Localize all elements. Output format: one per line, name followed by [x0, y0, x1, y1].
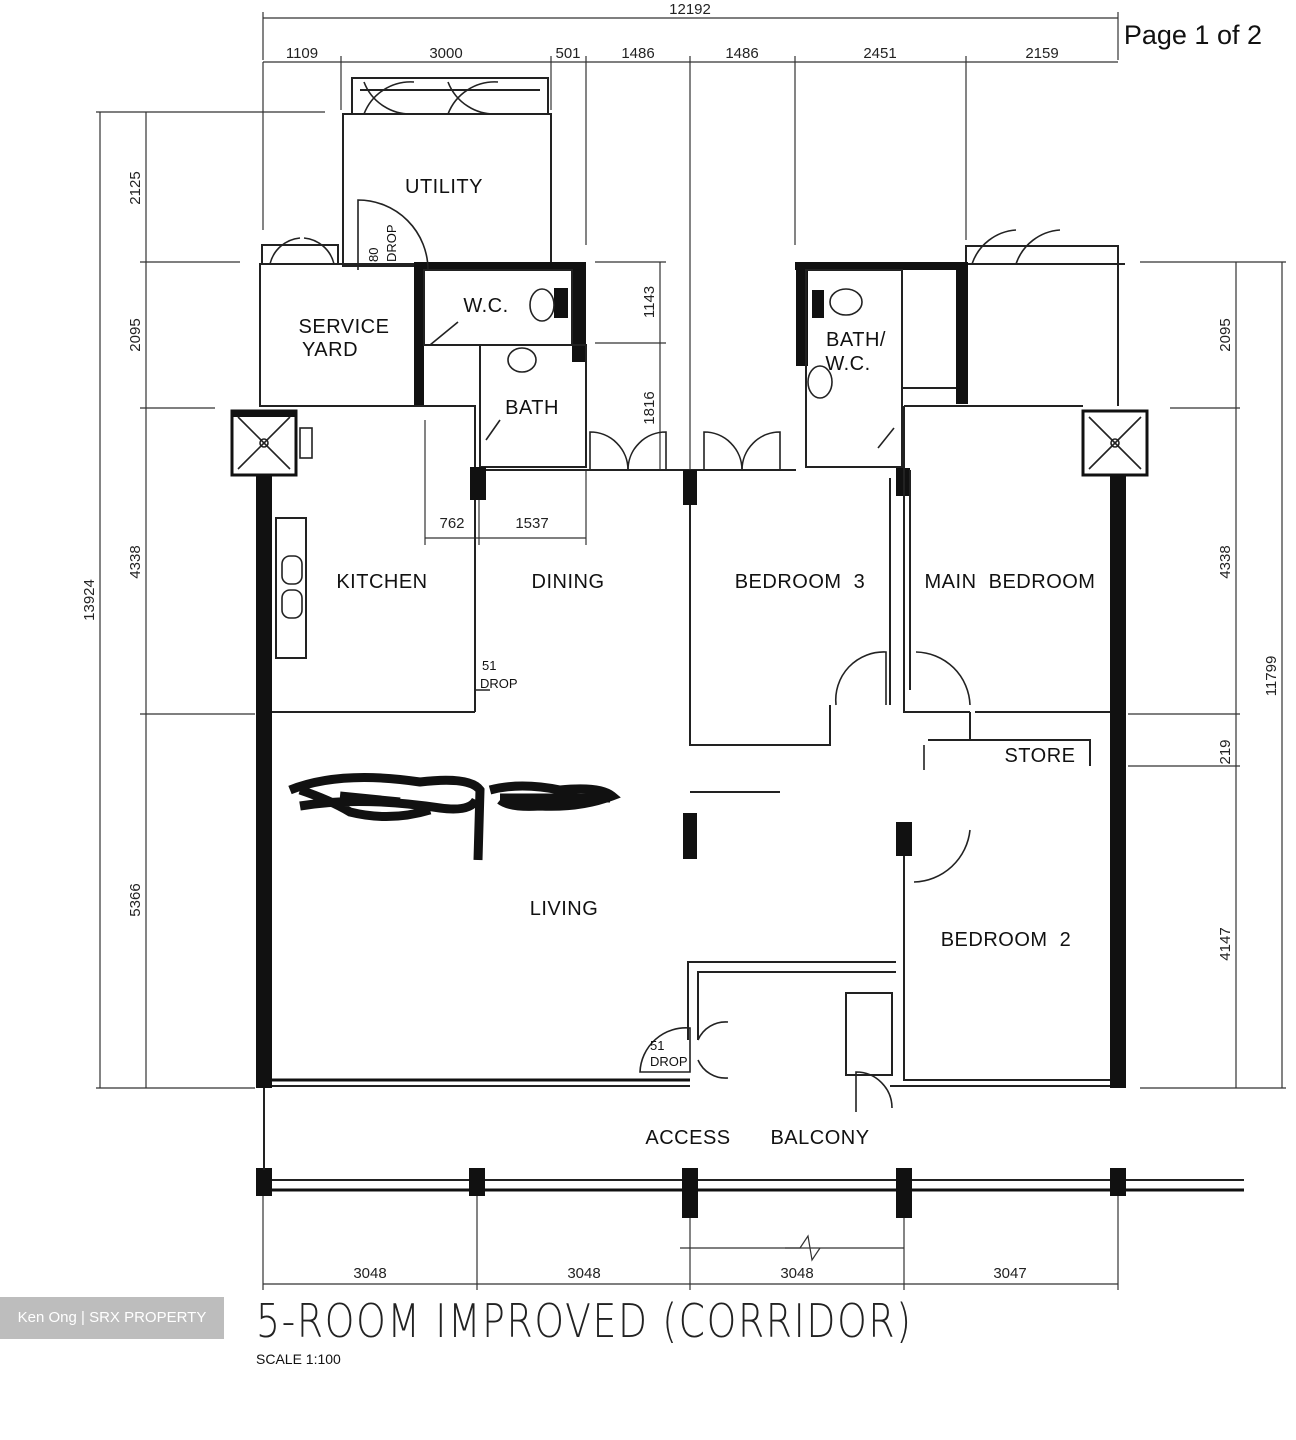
dim-left-overall: 13924 [81, 579, 98, 621]
room-kitchen: KITCHEN [336, 571, 427, 593]
dim-right-1: 2095 [1217, 318, 1234, 351]
note-drop51c-number: 51 [650, 1038, 664, 1053]
doors [269, 81, 1061, 1112]
dim-inner-h2: 1537 [515, 515, 548, 532]
dim-top-1: 1109 [286, 45, 318, 62]
dim-right-2: 4338 [1217, 545, 1234, 578]
door-notes: 80 DROP 51 DROP 51 DROP [366, 224, 688, 1069]
dim-bottom-3: 3048 [780, 1265, 813, 1282]
dim-top-7: 2159 [1025, 45, 1058, 62]
plan-title: 5-ROOM IMPROVED (CORRIDOR) [256, 1294, 913, 1348]
note-drop80-text: DROP [384, 224, 399, 262]
room-bedroom-2: BEDROOM 2 [941, 929, 1072, 951]
dim-left-4: 5366 [127, 883, 144, 916]
redaction-scribble [288, 773, 621, 861]
dim-bottom-1: 3048 [353, 1265, 386, 1282]
dim-right-4: 4147 [1217, 927, 1234, 960]
dim-top-3: 501 [555, 45, 580, 62]
page-indicator: Page 1 of 2 [1123, 20, 1262, 50]
note-drop51c-text: DROP [650, 1054, 688, 1069]
note-drop51-text: DROP [480, 676, 518, 691]
room-service-yard-line1: SERVICE [299, 316, 390, 338]
fixtures [237, 288, 1142, 861]
dim-top-6: 2451 [863, 45, 896, 62]
room-bath-wc-line1: BATH/ [826, 329, 886, 351]
room-main-bedroom: MAIN BEDROOM [925, 571, 1096, 593]
room-access: ACCESS [645, 1127, 730, 1149]
room-store: STORE [1004, 745, 1075, 767]
dim-inner-v1: 1143 [641, 286, 658, 318]
room-bedroom-3: BEDROOM 3 [735, 571, 866, 593]
dimension-lines [96, 12, 1286, 1290]
dim-bottom-4: 3047 [993, 1265, 1026, 1282]
room-dining: DINING [532, 571, 605, 593]
room-service-yard-line2: YARD [302, 339, 358, 361]
dim-left-1: 2125 [127, 171, 144, 204]
dim-inner-v2: 1816 [641, 391, 658, 424]
walls [230, 77, 1244, 1218]
dim-bottom-2: 3048 [567, 1265, 600, 1282]
dim-top-5: 1486 [725, 45, 758, 62]
note-drop51-number: 51 [482, 658, 496, 673]
room-labels: UTILITY SERVICE YARD W.C. BATH BATH/ W.C… [299, 176, 1096, 1149]
dim-right-overall: 11799 [1263, 656, 1280, 697]
toilet-icon [829, 288, 863, 316]
room-living: LIVING [530, 898, 599, 920]
sink-icon [275, 517, 307, 659]
plan-scale: SCALE 1:100 [256, 1351, 341, 1367]
dimension-labels: 12192 1109 3000 501 1486 1486 2451 2159 … [81, 1, 1280, 1282]
watermark-label: Ken Ong | SRX PROPERTY [0, 1297, 224, 1339]
note-drop80-number: 80 [366, 248, 381, 262]
dim-left-2: 2095 [127, 318, 144, 351]
room-utility: UTILITY [405, 176, 483, 198]
dim-overall-top: 12192 [669, 1, 711, 18]
dim-top-2: 3000 [429, 45, 462, 62]
room-balcony: BALCONY [770, 1127, 869, 1149]
dim-right-3: 219 [1217, 739, 1234, 764]
room-bath-wc-line2: W.C. [825, 353, 870, 375]
dim-top-4: 1486 [621, 45, 654, 62]
room-bath: BATH [505, 397, 559, 419]
room-wc: W.C. [463, 295, 508, 317]
dim-left-3: 4338 [127, 545, 144, 578]
toilet-icon [529, 288, 555, 322]
column-cross-icon [1088, 416, 1142, 470]
column-cross-icon [237, 416, 291, 470]
dim-inner-h1: 762 [439, 515, 464, 532]
